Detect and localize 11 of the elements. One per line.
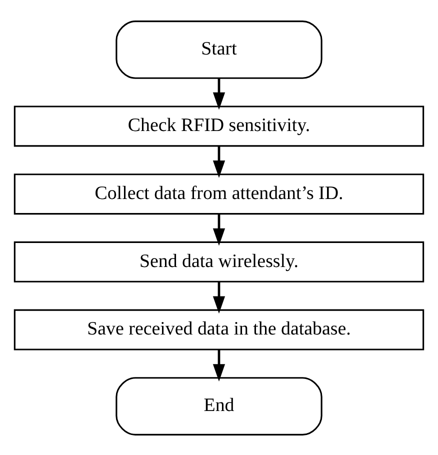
arrow: [212, 146, 226, 178]
arrow: [212, 349, 226, 381]
arrow: [212, 78, 226, 110]
node-box: Save received data in the database.: [14, 308, 424, 350]
node-box: Start: [116, 20, 322, 78]
node-box: Collect data from attendant’s ID.: [14, 173, 424, 214]
node-box: Check RFID sensitivity.: [14, 105, 424, 146]
node-box: End: [116, 376, 322, 435]
arrow: [212, 281, 226, 314]
node-box: Send data wirelessly.: [14, 240, 424, 282]
arrow: [212, 214, 226, 246]
